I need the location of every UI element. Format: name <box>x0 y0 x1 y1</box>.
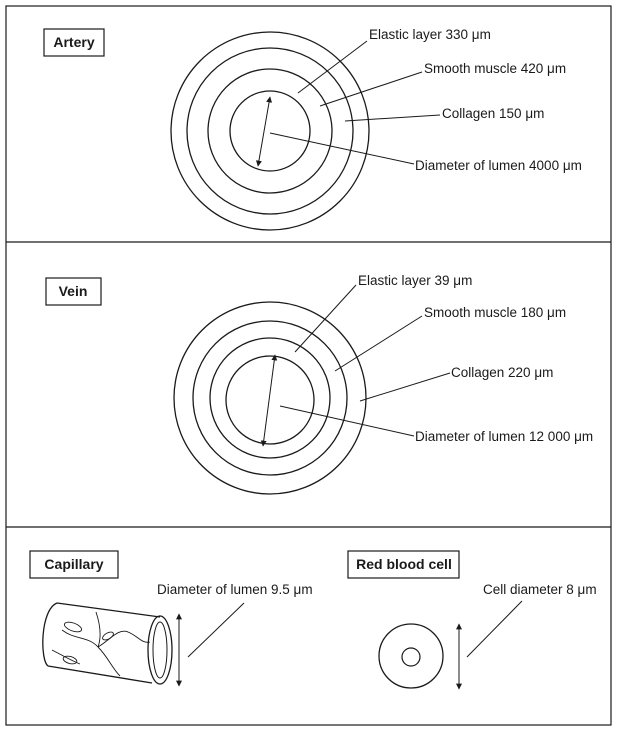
vein-section: Vein Elastic layer 39 μm Smooth muscle 1… <box>45 273 593 495</box>
vein-lumen-label: Diameter of lumen 12 000 μm <box>415 429 593 444</box>
artery-collagen-label: Collagen 150 μm <box>442 106 544 121</box>
leader-line <box>269 132 415 165</box>
artery-lumen-arrow <box>255 96 273 167</box>
endothelial-cell-boundary <box>51 649 81 665</box>
vein-cross-section <box>173 301 367 495</box>
capillary-tube <box>42 602 182 687</box>
capillary-lumen-label: Diameter of lumen 9.5 μm <box>157 582 313 597</box>
vein-lumen-arrow <box>260 354 278 447</box>
rbc-outer <box>378 623 444 689</box>
outer-frame <box>5 5 612 726</box>
cell-nucleus <box>62 655 78 665</box>
rbc-section: Red blood cell Cell diameter 8 μm <box>347 550 597 690</box>
cell-nucleus <box>63 621 83 633</box>
artery-cross-section <box>170 31 370 231</box>
endothelial-cell-boundary <box>97 630 151 648</box>
artery-title-box <box>43 28 105 57</box>
artery-title: Artery <box>53 34 94 50</box>
artery-elastic-label: Elastic layer 330 μm <box>369 27 491 42</box>
capillary-title-box <box>29 550 119 579</box>
artery-lumen-label: Diameter of lumen 4000 μm <box>415 158 582 173</box>
capillary-section: Capillary Diameter of lumen 9.5 μm <box>29 550 313 687</box>
leader-line <box>319 71 423 107</box>
endothelial-cell-boundary <box>95 611 101 648</box>
artery-muscle-ring <box>186 47 354 215</box>
leader-line <box>187 602 245 658</box>
capillary-opening <box>147 615 173 685</box>
artery-section: Artery Elastic layer 330 μm Smooth muscl… <box>43 27 582 231</box>
artery-lumen <box>229 90 311 172</box>
leader-line <box>344 114 441 122</box>
leader-line <box>297 40 368 94</box>
vein-muscle-ring <box>192 320 348 476</box>
capillary-wall <box>47 602 161 684</box>
vein-elastic-ring <box>209 337 331 459</box>
vein-collagen-label: Collagen 220 μm <box>451 365 553 380</box>
vein-collagen-ring <box>173 301 367 495</box>
artery-muscle-label: Smooth muscle 420 μm <box>424 61 566 76</box>
leader-line <box>294 284 357 353</box>
capillary-back-edge <box>42 602 58 667</box>
leader-line <box>334 315 423 372</box>
capillary-lumen <box>152 621 168 679</box>
vein-title: Vein <box>59 283 88 299</box>
artery-collagen-ring <box>170 31 370 231</box>
rbc-title-box <box>347 550 460 579</box>
cell-nucleus <box>102 631 114 641</box>
rbc-title: Red blood cell <box>356 556 452 572</box>
vein-lumen <box>225 355 315 445</box>
leader-line <box>279 405 415 437</box>
leader-line <box>466 600 523 658</box>
artery-elastic-ring <box>207 68 333 194</box>
vein-muscle-label: Smooth muscle 180 μm <box>424 305 566 320</box>
vein-elastic-label: Elastic layer 39 μm <box>358 273 472 288</box>
capillary-title: Capillary <box>44 556 103 572</box>
rbc-center <box>401 647 421 667</box>
rbc-diameter-label: Cell diameter 8 μm <box>483 582 597 597</box>
vein-title-box <box>45 277 102 306</box>
leader-line <box>359 372 451 402</box>
